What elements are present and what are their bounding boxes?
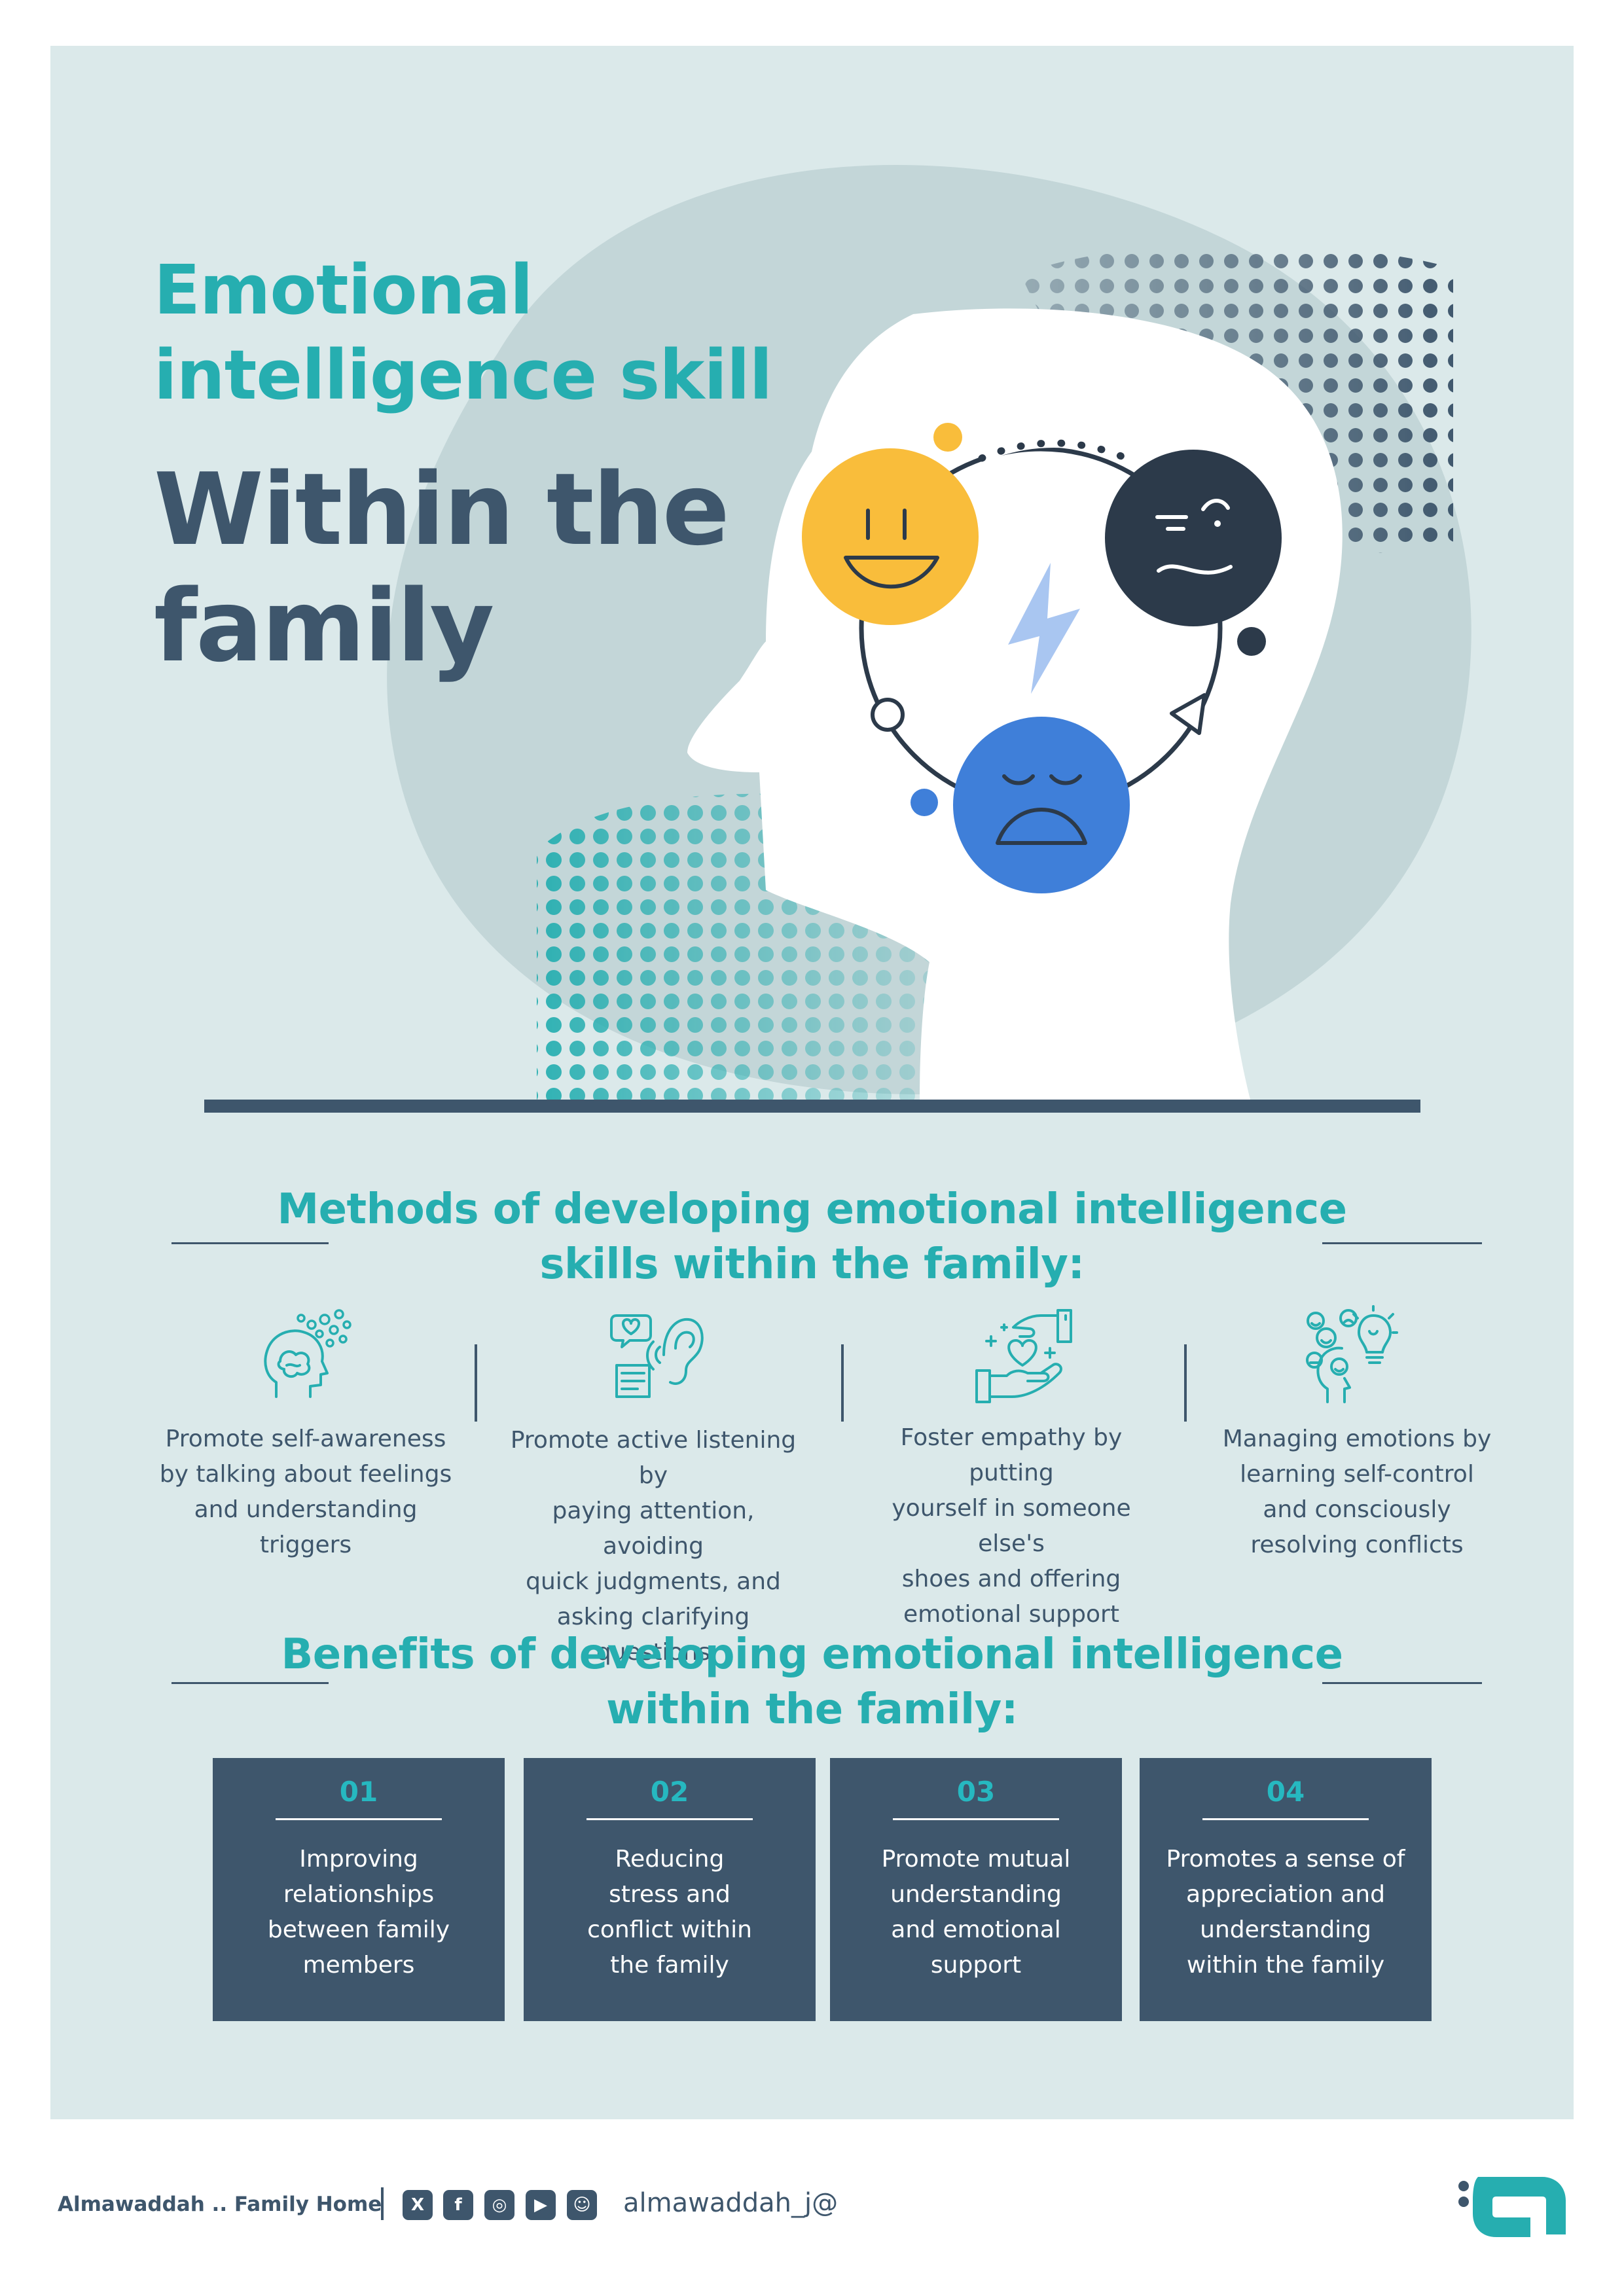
benefits-heading-line-2: within the family: — [606, 1685, 1018, 1734]
benefit-text-line: Improving — [299, 1846, 418, 1873]
method-self-awareness: Promote self-awareness by talking about … — [152, 1422, 460, 1563]
benefit-text: Improving relationships between family m… — [232, 1842, 485, 1983]
method-managing-emotions: Managing emotions by learning self-contr… — [1203, 1422, 1511, 1563]
method-empathy: Foster empathy by putting yourself in so… — [857, 1420, 1165, 1632]
method-text-line: and consciously — [1263, 1496, 1451, 1523]
benefit-text-line: conflict within — [587, 1916, 752, 1943]
title-line-1: Emotional — [154, 250, 533, 330]
method-text-line: emotional support — [903, 1601, 1119, 1628]
hero-baseline — [204, 1100, 1420, 1113]
benefit-card: 04 Promotes a sense of appreciation and … — [1140, 1758, 1432, 2021]
benefit-text-line: relationships — [283, 1881, 435, 1908]
title-main: Within the family — [154, 452, 730, 685]
benefits-heading: Benefits of developing emotional intelli… — [0, 1627, 1624, 1737]
benefit-rule — [586, 1818, 753, 1820]
benefits-heading-line-1: Benefits of developing emotional intelli… — [281, 1630, 1343, 1679]
almawaddah-logo-icon — [1458, 2177, 1566, 2237]
benefit-text-line: understanding — [890, 1881, 1062, 1908]
benefits-rule-right — [1322, 1682, 1482, 1684]
accent-dot-blue — [911, 789, 938, 816]
hands-heart-icon — [975, 1309, 1072, 1403]
accent-dot-yellow — [933, 423, 962, 452]
benefit-text-line: the family — [610, 1952, 729, 1979]
social-handle[interactable]: almawaddah_j@ — [623, 2188, 839, 2218]
method-text-line: Managing emotions by — [1222, 1426, 1492, 1452]
methods-divider-3 — [1184, 1344, 1187, 1422]
method-text-line: paying attention, avoiding — [552, 1498, 755, 1560]
benefit-text-line: Promotes a sense of — [1166, 1846, 1405, 1873]
benefit-text-line: within the family — [1186, 1952, 1385, 1979]
method-text-line: by talking about feelings — [159, 1461, 452, 1488]
methods-heading: Methods of developing emotional intellig… — [0, 1182, 1624, 1292]
methods-divider-1 — [475, 1344, 477, 1422]
footer-brand: Almawaddah .. Family Home — [58, 2193, 382, 2216]
facebook-icon[interactable]: f — [443, 2190, 473, 2220]
head-thoughts-icon — [264, 1309, 352, 1398]
benefit-text-line: between family — [267, 1916, 450, 1943]
benefit-text: Reducing stress and conflict within the … — [543, 1842, 796, 1983]
method-text-line: Promote active listening by — [510, 1427, 797, 1489]
methods-divider-2 — [841, 1344, 844, 1422]
accent-dot-dark — [1237, 627, 1266, 656]
benefit-number: 03 — [956, 1776, 996, 1808]
benefit-text-line: stress and — [609, 1881, 731, 1908]
method-text-line: and understanding — [194, 1496, 418, 1523]
title-line-4: family — [154, 568, 494, 684]
benefit-text-line: Promote mutual — [881, 1846, 1071, 1873]
method-text-line: triggers — [259, 1532, 352, 1558]
x-icon[interactable]: X — [403, 2190, 433, 2220]
ring-node — [871, 698, 905, 732]
ring-arrow — [1170, 693, 1206, 735]
title-line-2: intelligence skill — [154, 335, 772, 415]
youtube-icon[interactable]: ▶ — [526, 2190, 556, 2220]
benefit-number: 02 — [650, 1776, 689, 1808]
method-text-line: shoes and offering — [901, 1566, 1121, 1592]
benefit-rule — [1202, 1818, 1369, 1820]
hero-illustration — [387, 164, 1471, 1100]
benefit-text-line: and emotional — [891, 1916, 1061, 1943]
benefit-card: 03 Promote mutual understanding and emot… — [830, 1758, 1122, 2021]
methods-rule-left — [171, 1242, 329, 1244]
benefit-rule — [893, 1818, 1059, 1820]
method-text-line: yourself in someone else's — [892, 1495, 1131, 1557]
benefit-rule — [276, 1818, 442, 1820]
benefits-rule-left — [171, 1682, 329, 1684]
benefit-text-line: understanding — [1200, 1916, 1371, 1943]
method-active-listening: Promote active listening by paying atten… — [499, 1423, 807, 1670]
benefit-text: Promotes a sense of appreciation and und… — [1159, 1842, 1412, 1983]
benefit-text-line: Reducing — [615, 1846, 725, 1873]
benefit-number: 04 — [1266, 1776, 1305, 1808]
title-top: Emotional intelligence skill — [154, 247, 772, 418]
benefit-card: 01 Improving relationships between famil… — [213, 1758, 505, 2021]
head-emotions-icon — [1306, 1305, 1398, 1403]
ear-listening-icon — [610, 1314, 704, 1398]
skeptical-face-icon — [1105, 450, 1282, 626]
methods-rule-right — [1322, 1242, 1482, 1244]
benefit-text: Promote mutual understanding and emotion… — [850, 1842, 1102, 1983]
benefit-card: 02 Reducing stress and conflict within t… — [524, 1758, 816, 2021]
method-text-line: asking clarifying questions — [556, 1604, 750, 1666]
benefit-text-line: support — [930, 1952, 1022, 1979]
benefit-text-line: members — [302, 1952, 415, 1979]
methods-heading-line-1: Methods of developing emotional intellig… — [277, 1185, 1347, 1234]
snapchat-icon[interactable]: ☺ — [567, 2190, 597, 2220]
benefit-number: 01 — [339, 1776, 378, 1808]
footer-separator — [381, 2187, 384, 2220]
methods-heading-line-2: skills within the family: — [539, 1240, 1085, 1289]
happy-face-icon — [802, 448, 979, 625]
instagram-icon[interactable]: ◎ — [484, 2190, 514, 2220]
method-text-line: Foster empathy by putting — [900, 1424, 1123, 1486]
title-line-3: Within the — [154, 452, 730, 567]
lightning-bolt-icon — [1008, 563, 1080, 694]
method-text-line: learning self-control — [1240, 1461, 1474, 1488]
method-text-line: quick judgments, and — [526, 1568, 781, 1595]
method-text-line: Promote self-awareness — [165, 1426, 446, 1452]
method-text-line: resolving conflicts — [1250, 1532, 1464, 1558]
sad-face-icon — [953, 717, 1130, 893]
benefit-text-line: appreciation and — [1186, 1881, 1385, 1908]
